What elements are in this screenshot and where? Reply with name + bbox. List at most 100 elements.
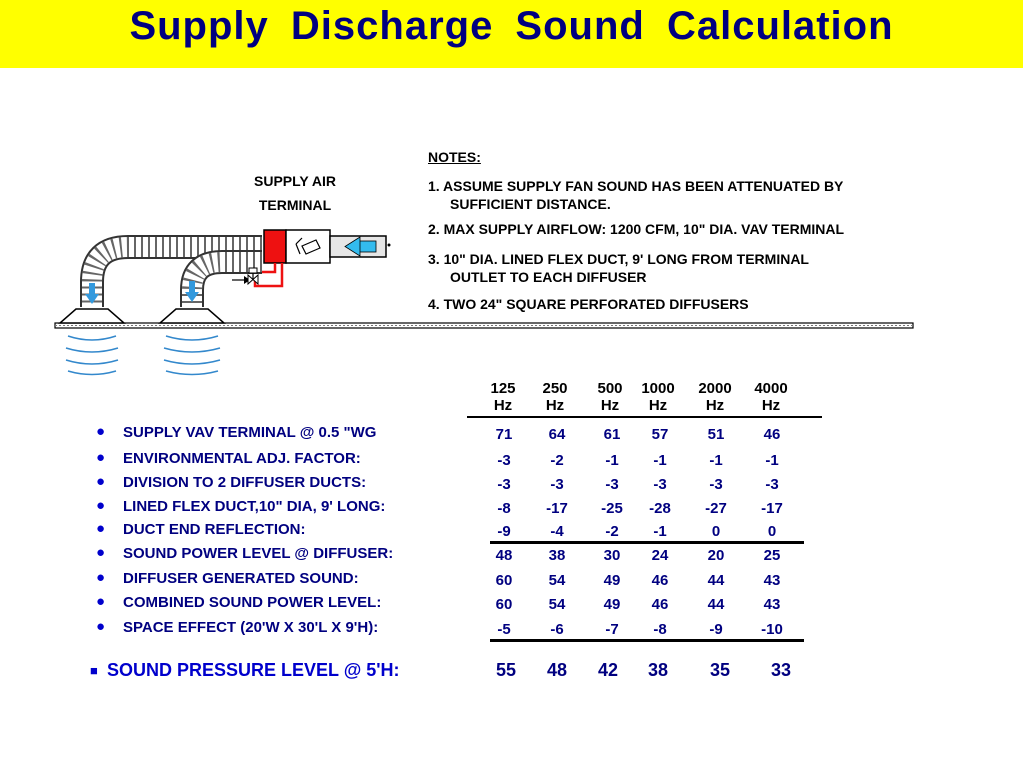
table-cell: -17	[546, 500, 568, 517]
table-cell: 46	[651, 572, 669, 589]
note-line: OUTLET TO EACH DIFFUSER	[450, 269, 647, 285]
table-row-label: SUPPLY VAV TERMINAL @ 0.5 "WG	[123, 424, 377, 441]
bullet-icon: ●	[96, 544, 106, 561]
sound-pressure-level-value: 35	[709, 660, 731, 680]
table-cell: -27	[705, 500, 727, 517]
table-cell: -9	[709, 621, 723, 638]
flex-duct-left	[80, 235, 262, 307]
title-bar	[0, 0, 1023, 68]
table-cell: 54	[548, 596, 566, 613]
table-cell: -3	[550, 476, 564, 493]
table-cell: -1	[709, 452, 723, 469]
ceiling-line	[54, 322, 914, 329]
page-title: Supply Discharge Sound Calculation	[129, 4, 894, 48]
table-cell: 20	[707, 547, 725, 564]
table-cell: -17	[761, 500, 783, 517]
table-cell: 43	[763, 572, 781, 589]
sound-pressure-level-value: 33	[770, 660, 792, 680]
sound-pressure-level-value: 48	[546, 660, 568, 680]
header-rule	[467, 416, 822, 418]
sound-pressure-level-label: SOUND PRESSURE LEVEL @ 5'H:	[107, 660, 400, 680]
bullet-icon: ●	[96, 473, 106, 490]
terminal-label-1: SUPPLY AIR	[254, 173, 336, 189]
bullet-icon: ●	[96, 618, 106, 635]
down-arrow-icon	[185, 281, 199, 302]
table-cell: 48	[495, 547, 513, 564]
table-cell: 44	[707, 572, 725, 589]
table-cell: 49	[603, 572, 621, 589]
table-cell: 30	[603, 547, 621, 564]
down-arrow-icon	[85, 283, 99, 304]
table-cell: 46	[651, 596, 669, 613]
table-cell: -3	[497, 452, 511, 469]
table-cell: -8	[653, 621, 667, 638]
bullet-icon: ●	[96, 449, 106, 466]
sound-pressure-level-value: 38	[647, 660, 669, 680]
table-cell: -6	[550, 621, 564, 638]
table-cell: 60	[495, 596, 513, 613]
table-cell: 25	[763, 547, 781, 564]
table-row-label: DIVISION TO 2 DIFFUSER DUCTS:	[123, 474, 367, 491]
diffuser-right	[158, 308, 226, 324]
table-cell: 57	[651, 426, 669, 443]
frequency-unit: Hz	[648, 397, 668, 414]
sound-waves-right	[163, 335, 221, 376]
sound-pressure-level-value: 42	[597, 660, 619, 680]
table-cell: -4	[550, 523, 564, 540]
table-cell: 0	[767, 523, 777, 540]
table-cell: -3	[765, 476, 779, 493]
diffuser-left	[58, 308, 126, 324]
table-cell: -2	[605, 523, 619, 540]
table-cell: -1	[653, 452, 667, 469]
frequency-value: 4000	[754, 380, 788, 397]
terminal-label-2: TERMINAL	[258, 197, 332, 213]
table-cell: -1	[653, 523, 667, 540]
note-line: SUFFICIENT DISTANCE.	[450, 196, 611, 212]
left-arrow-icon	[344, 236, 377, 257]
table-cell: 24	[651, 547, 669, 564]
table-row-label: LINED FLEX DUCT,10" DIA, 9' LONG:	[123, 498, 386, 515]
note-line: 3. 10" DIA. LINED FLEX DUCT, 9' LONG FRO…	[428, 251, 809, 267]
note-line: 4. TWO 24" SQUARE PERFORATED DIFFUSERS	[428, 296, 749, 312]
frequency-value: 1000	[641, 380, 675, 397]
table-row-label: DUCT END REFLECTION:	[123, 521, 306, 538]
bullet-icon: ●	[96, 569, 106, 586]
table-cell: -10	[761, 621, 783, 638]
table-cell: 61	[603, 426, 621, 443]
table-cell: 71	[495, 426, 513, 443]
table-cell: -8	[497, 500, 511, 517]
table-cell: -3	[497, 476, 511, 493]
table-cell: 0	[711, 523, 721, 540]
table-cell: -7	[605, 621, 619, 638]
frequency-unit: Hz	[600, 397, 620, 414]
control-piping	[232, 263, 284, 288]
frequency-unit: Hz	[545, 397, 565, 414]
square-bullet-icon: ■	[90, 663, 98, 678]
bullet-icon: ●	[96, 423, 106, 440]
table-cell: -9	[497, 523, 511, 540]
table-cell: -5	[497, 621, 511, 638]
frequency-value: 500	[597, 380, 623, 397]
table-cell: 64	[548, 426, 566, 443]
table-cell: -28	[649, 500, 671, 517]
frequency-value: 2000	[698, 380, 732, 397]
table-cell: 46	[763, 426, 781, 443]
bullet-icon: ●	[96, 497, 106, 514]
table-cell: -3	[709, 476, 723, 493]
damper-icon	[295, 237, 321, 255]
table-cell: 43	[763, 596, 781, 613]
table-cell: 44	[707, 596, 725, 613]
table-row-label: ENVIRONMENTAL ADJ. FACTOR:	[123, 450, 361, 467]
frequency-value: 250	[542, 380, 568, 397]
sound-pressure-level-value: 55	[495, 660, 517, 680]
total-rule	[490, 639, 804, 642]
bullet-icon: ●	[96, 520, 106, 537]
table-cell: 54	[548, 572, 566, 589]
table-row-label: SPACE EFFECT (20'W X 30'L X 9'H):	[123, 619, 379, 636]
